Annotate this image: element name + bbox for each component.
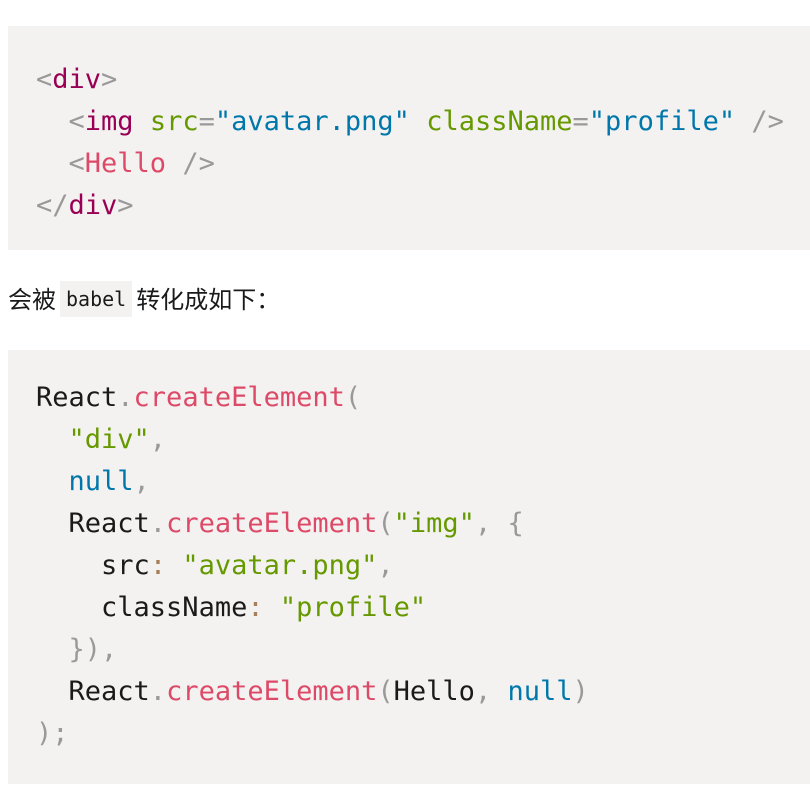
jsx-code: <div> <img src="avatar.png" className="p… — [36, 59, 784, 227]
punctuation: : — [247, 592, 264, 623]
punctuation: , — [101, 634, 118, 665]
tag-name: div — [68, 190, 118, 221]
code-line: null, — [36, 461, 589, 503]
punctuation: ) — [36, 718, 53, 749]
string: "img" — [393, 508, 475, 539]
code-line: </div> — [36, 185, 784, 227]
punctuation: < — [36, 64, 53, 95]
jsx-code-block: <div> <img src="avatar.png" className="p… — [8, 26, 810, 250]
punctuation: . — [149, 508, 167, 539]
indent — [36, 592, 101, 623]
keyword: null — [68, 466, 134, 497]
code-line: }), — [36, 629, 589, 671]
punctuation: { — [507, 508, 524, 539]
punctuation: /> — [751, 106, 784, 137]
punctuation: < — [68, 106, 85, 137]
punctuation: = — [198, 106, 215, 137]
punctuation: </ — [36, 190, 69, 221]
attr-name: src — [149, 106, 199, 137]
punctuation: ( — [377, 508, 394, 539]
code-line: React.createElement(Hello, null) — [36, 671, 589, 713]
code-line: <img src="avatar.png" className="profile… — [36, 101, 784, 143]
string: "div" — [68, 424, 150, 455]
code-line: className: "profile" — [36, 587, 589, 629]
punctuation: , — [377, 550, 394, 581]
indent — [36, 508, 69, 539]
function-name: createElement — [166, 508, 378, 539]
code-line: React.createElement("img", { — [36, 503, 589, 545]
compiled-code-block: React.createElement( "div", null, React.… — [8, 350, 810, 784]
punctuation: ( — [377, 676, 394, 707]
punctuation: = — [572, 106, 589, 137]
inline-code-babel: babel — [60, 281, 133, 317]
code-line: src: "avatar.png", — [36, 545, 589, 587]
code-line: React.createElement( — [36, 377, 589, 419]
attr-value: "profile" — [588, 106, 736, 137]
keyword: null — [507, 676, 573, 707]
identifier: React — [68, 508, 150, 539]
indent — [36, 676, 69, 707]
punctuation: , — [133, 466, 150, 497]
indent — [36, 148, 69, 179]
punctuation: > — [117, 190, 134, 221]
space — [166, 550, 182, 581]
code-line: <Hello /> — [36, 143, 784, 185]
tag-name: div — [52, 64, 102, 95]
property-key: className — [101, 592, 248, 623]
space — [264, 592, 280, 623]
space — [491, 676, 507, 707]
punctuation: < — [68, 148, 85, 179]
code-line: <div> — [36, 59, 784, 101]
indent — [36, 106, 69, 137]
property-key: src — [101, 550, 150, 581]
indent — [36, 550, 101, 581]
punctuation: ) — [572, 676, 589, 707]
space — [134, 106, 150, 137]
punctuation: , — [474, 676, 492, 707]
compiled-code: React.createElement( "div", null, React.… — [36, 377, 589, 755]
punctuation: ; — [52, 718, 69, 749]
space — [410, 106, 426, 137]
string: "profile" — [279, 592, 427, 623]
indent — [36, 424, 69, 455]
space — [166, 148, 182, 179]
punctuation: > — [101, 64, 118, 95]
space — [735, 106, 751, 137]
punctuation: . — [149, 676, 167, 707]
tag-name: img — [84, 106, 134, 137]
punctuation: }) — [68, 634, 102, 665]
identifier: React — [36, 382, 118, 413]
prose-after: 转化成如下： — [136, 286, 281, 314]
punctuation: , — [149, 424, 167, 455]
string: "avatar.png" — [182, 550, 378, 581]
indent — [36, 466, 69, 497]
punctuation: . — [117, 382, 134, 413]
space — [491, 508, 507, 539]
function-name: createElement — [133, 382, 345, 413]
attr-value: "avatar.png" — [214, 106, 410, 137]
code-line: ); — [36, 713, 589, 755]
attr-name: className — [426, 106, 573, 137]
punctuation: , — [474, 508, 492, 539]
prose-before: 会被 — [8, 286, 56, 314]
component-name: Hello — [84, 148, 167, 179]
punctuation: /> — [182, 148, 215, 179]
punctuation: : — [149, 550, 167, 581]
indent — [36, 634, 69, 665]
identifier: Hello — [393, 676, 475, 707]
punctuation: ( — [344, 382, 362, 413]
identifier: React — [68, 676, 150, 707]
code-line: "div", — [36, 419, 589, 461]
function-name: createElement — [166, 676, 378, 707]
